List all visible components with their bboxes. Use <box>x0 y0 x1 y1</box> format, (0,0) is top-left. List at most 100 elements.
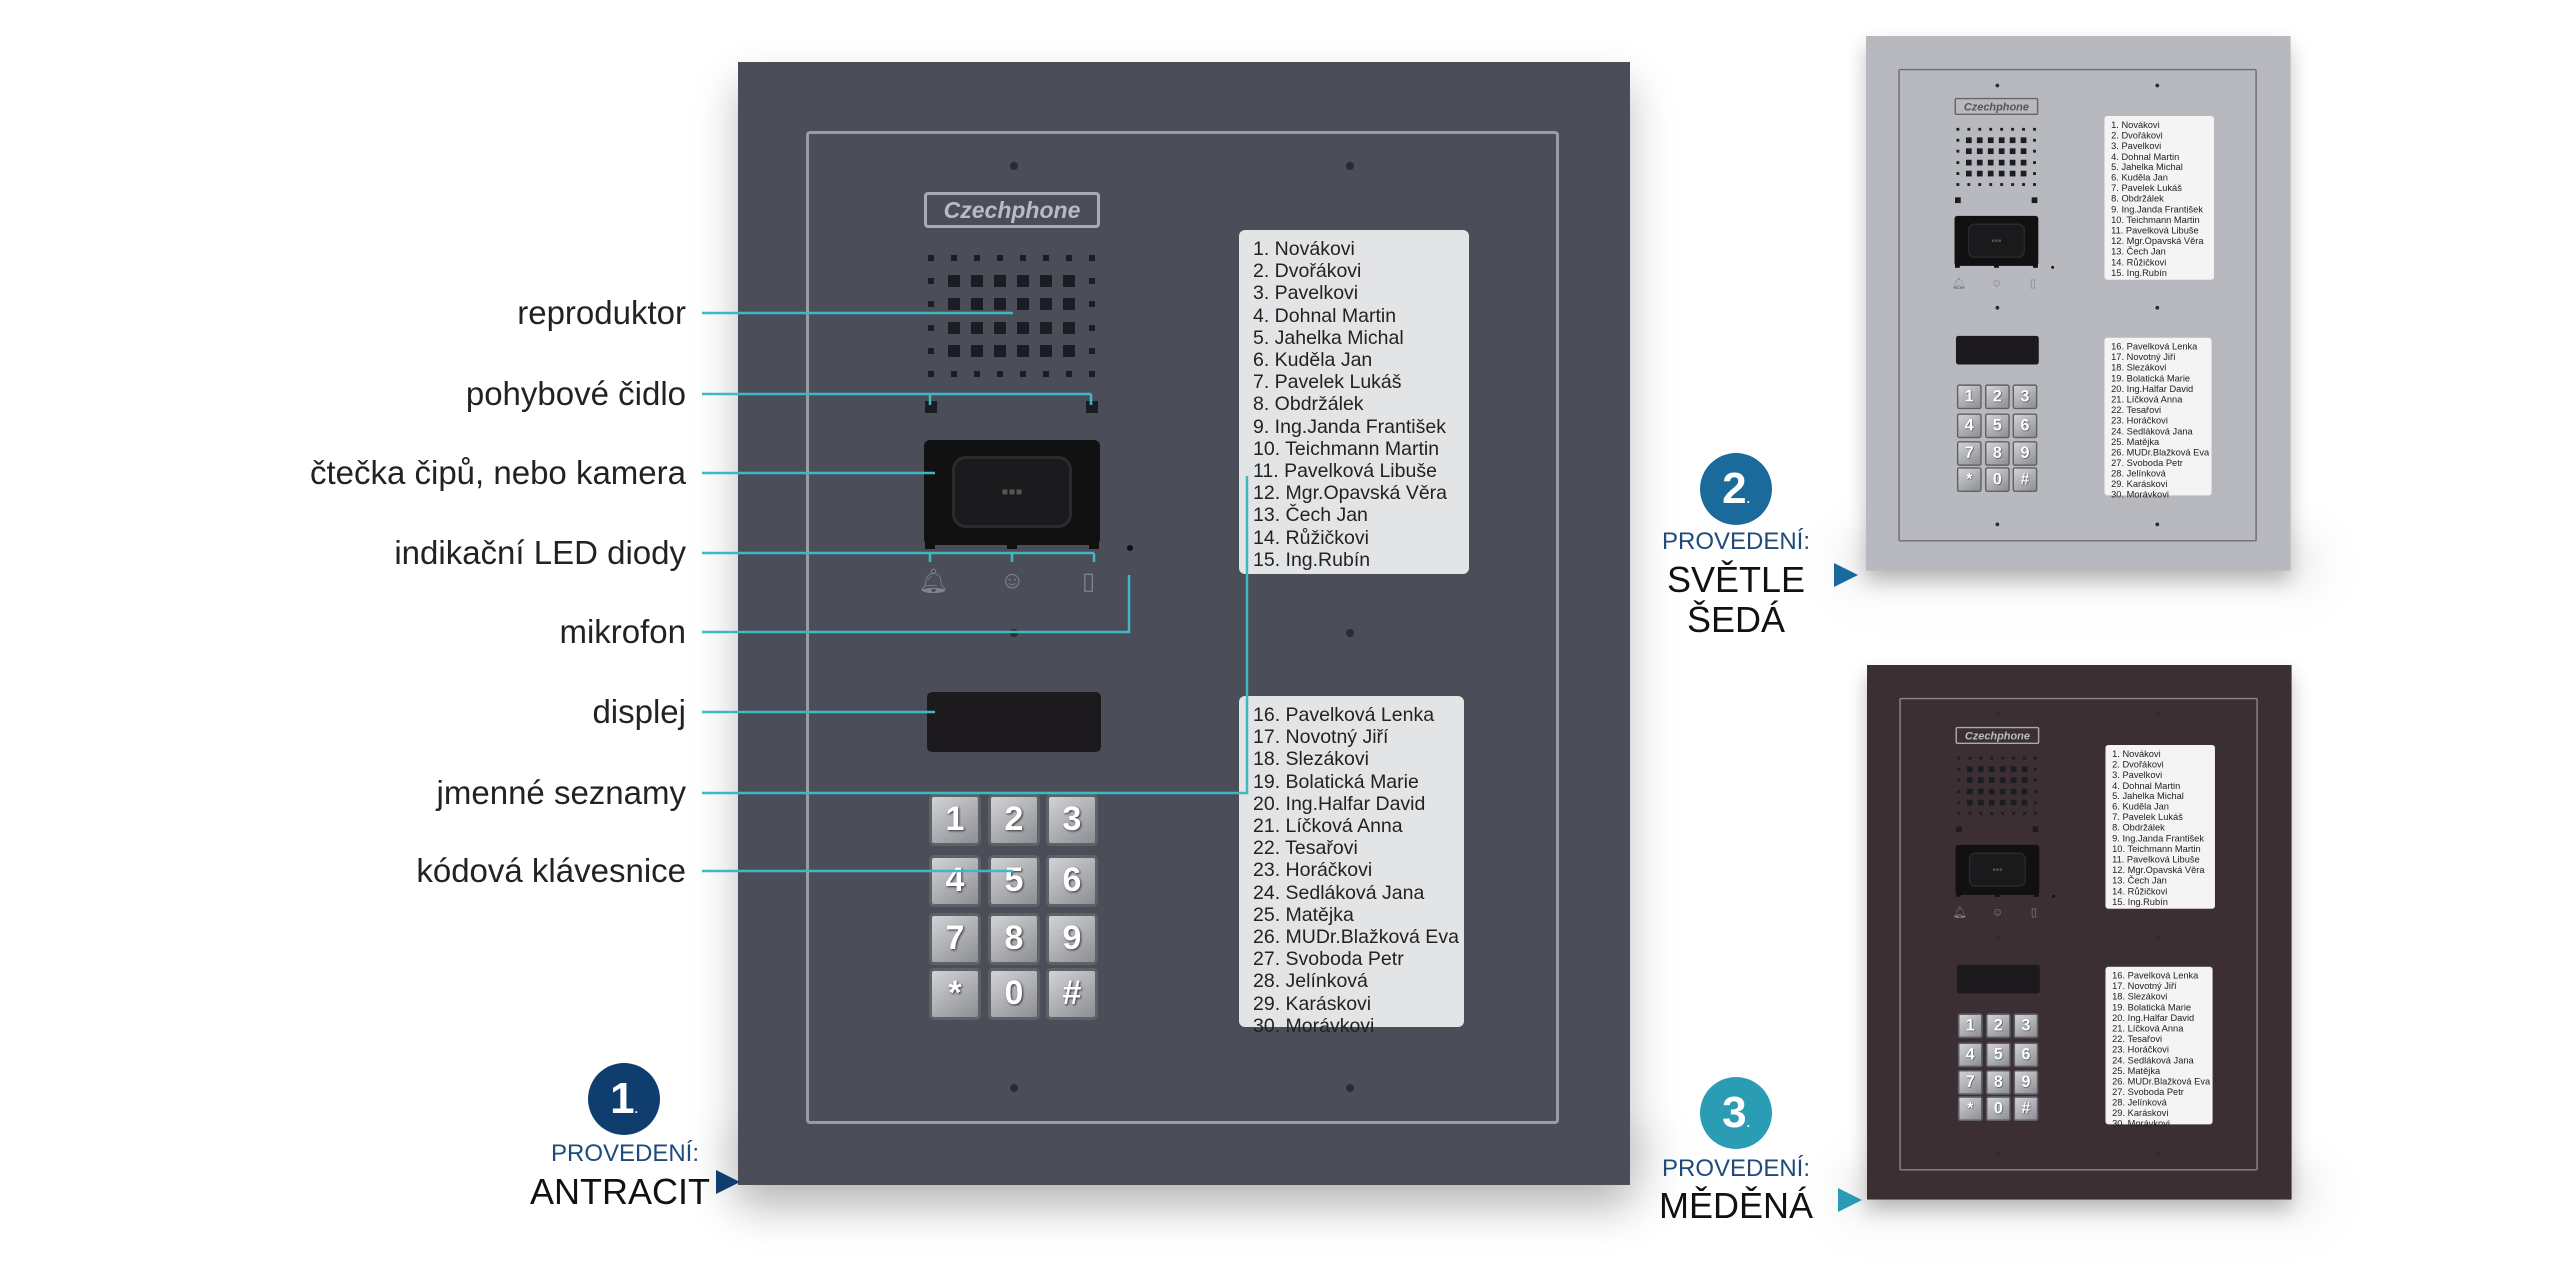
key-hash[interactable]: # <box>1046 968 1098 1020</box>
screw <box>1996 934 2001 939</box>
screw <box>1996 712 2001 717</box>
key-hash[interactable]: # <box>2012 467 2038 493</box>
key-star[interactable]: * <box>1956 467 1982 493</box>
key-7[interactable]: 7 <box>929 913 981 965</box>
name-entry: 27. Svoboda Petr <box>1253 948 1404 971</box>
grille-hole <box>2021 777 2028 784</box>
name-entry: 25. Matějka <box>2112 1065 2161 1077</box>
key-6[interactable]: 6 <box>2012 413 2038 439</box>
grille-hole <box>1062 274 1075 287</box>
grille-hole <box>1956 127 1960 131</box>
grille-hole <box>1999 766 2006 773</box>
key-hash[interactable]: # <box>2013 1096 2039 1122</box>
key-5[interactable]: 5 <box>1985 413 2010 439</box>
key-2[interactable]: 2 <box>1985 384 2010 410</box>
grille-hole <box>1978 183 1981 187</box>
label-motion-sensor: pohybové čidlo <box>465 375 686 412</box>
name-entry: 16. Pavelková Lenka <box>2111 341 2198 353</box>
variant-number: 1 <box>610 1074 635 1123</box>
grille-hole <box>996 371 1003 378</box>
key-1[interactable]: 1 <box>929 794 981 846</box>
key-2[interactable]: 2 <box>1986 1013 2011 1039</box>
grille-hole <box>947 344 960 357</box>
key-7[interactable]: 7 <box>1956 441 1982 466</box>
key-9[interactable]: 9 <box>2013 1070 2039 1095</box>
key-3[interactable]: 3 <box>1046 794 1098 846</box>
arrow-icon <box>1834 563 1858 587</box>
key-7[interactable]: 7 <box>1957 1070 1983 1095</box>
key-6[interactable]: 6 <box>2013 1042 2039 1068</box>
grille-hole <box>1967 183 1971 187</box>
name-entry: 2. Dvořákovi <box>2112 759 2164 770</box>
key-0[interactable]: 0 <box>1986 1096 2011 1122</box>
key-star[interactable]: * <box>929 968 981 1020</box>
panel-frame <box>1898 68 2257 542</box>
label-microphone: mikrofon <box>559 613 686 650</box>
grille-hole <box>2020 170 2027 177</box>
screw <box>1995 522 2000 527</box>
grille-hole <box>2033 767 2037 771</box>
led-indicator <box>1995 892 2000 897</box>
key-4[interactable]: 4 <box>1957 1042 1983 1068</box>
grille-hole <box>1042 371 1049 378</box>
camera-lens: ▪▪▪ <box>1968 852 2026 887</box>
screw <box>1995 83 2000 88</box>
grille-hole <box>950 371 957 378</box>
name-entry: 19. Bolatická Marie <box>2111 373 2191 384</box>
key-9[interactable]: 9 <box>1046 913 1098 965</box>
name-entry: 22. Tesařovi <box>1253 837 1358 860</box>
grille-hole <box>1998 137 2005 144</box>
key-3[interactable]: 3 <box>2013 1013 2039 1039</box>
grille-hole <box>2032 149 2036 153</box>
name-entry: 15. Ing.Rubín <box>1253 548 1371 571</box>
grille-hole <box>2010 766 2017 773</box>
name-entry: 5. Jahelka Michal <box>1253 326 1404 349</box>
grille-hole <box>1987 159 1994 166</box>
name-entry: 19. Bolatická Marie <box>1253 770 1419 793</box>
chip-reader-camera: ▪▪▪ <box>1954 215 2039 266</box>
grille-hole <box>970 274 983 287</box>
key-4[interactable]: 4 <box>1956 413 1982 439</box>
key-1[interactable]: 1 <box>1956 384 1982 410</box>
name-entry: 28. Jelínková <box>1253 970 1368 993</box>
grille-hole <box>1988 766 1995 773</box>
name-entry: 11. Pavelková Libuše <box>2111 225 2199 236</box>
key-8[interactable]: 8 <box>988 913 1040 965</box>
grille-hole <box>2033 778 2037 782</box>
key-0[interactable]: 0 <box>988 968 1040 1020</box>
grille-hole <box>1979 756 1982 760</box>
key-0[interactable]: 0 <box>1985 467 2010 493</box>
grille-hole <box>1977 788 1984 795</box>
key-8[interactable]: 8 <box>1986 1070 2011 1095</box>
variant-1-prefix: PROVEDENÍ: <box>550 1140 700 1167</box>
led-indicator <box>1007 539 1017 549</box>
grille-hole <box>1977 799 1984 806</box>
key-6[interactable]: 6 <box>1046 855 1098 907</box>
key-1[interactable]: 1 <box>1957 1013 1983 1039</box>
name-entry: 20. Ing.Halfar David <box>1253 792 1426 815</box>
variant-1-name: ANTRACIT <box>530 1171 710 1212</box>
name-entry: 16. Pavelková Lenka <box>1253 704 1435 726</box>
grille-hole <box>1968 756 1972 760</box>
label-speaker: reproduktor <box>517 294 686 331</box>
grille-hole <box>973 371 980 378</box>
grille-hole <box>1039 321 1052 334</box>
name-entry: 9. Ing.Janda František <box>2112 833 2204 844</box>
key-8[interactable]: 8 <box>1985 441 2010 466</box>
name-entry: 14. Růžičkovi <box>1253 526 1369 549</box>
motion-sensor <box>1955 197 1961 204</box>
grille-hole <box>993 344 1006 357</box>
key-5[interactable]: 5 <box>1986 1042 2011 1068</box>
name-entry: 21. Líčková Anna <box>1253 815 1403 838</box>
key-3[interactable]: 3 <box>2012 384 2038 410</box>
name-entry: 5. Jahelka Michal <box>2111 162 2183 173</box>
name-entry: 21. Líčková Anna <box>2112 1023 2184 1034</box>
name-entry: 22. Tesařovi <box>2112 1034 2163 1045</box>
grille-hole <box>2022 756 2026 760</box>
key-2[interactable]: 2 <box>988 794 1040 846</box>
name-entry: 9. Ing.Janda František <box>1253 415 1446 438</box>
key-9[interactable]: 9 <box>2012 441 2038 466</box>
key-star[interactable]: * <box>1957 1096 1983 1122</box>
